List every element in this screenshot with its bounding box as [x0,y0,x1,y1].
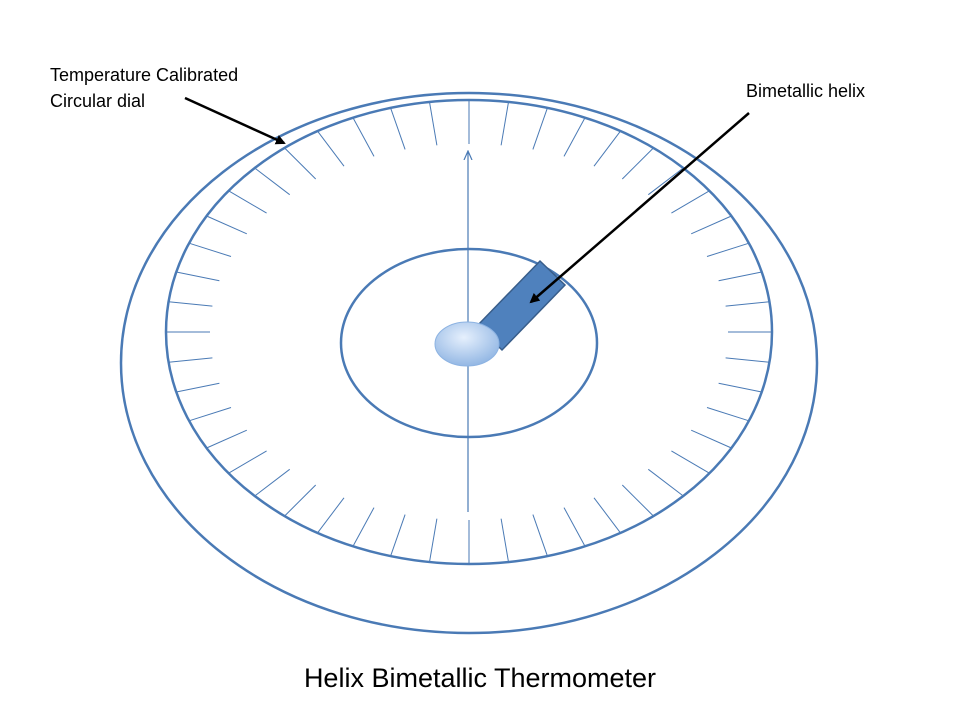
dial-tick [593,130,621,167]
dial-tick [532,514,548,557]
dial-tick [168,301,213,307]
inner-helix-ring [339,247,599,439]
dial-tick [206,429,248,449]
dial-tick-marks [166,100,772,564]
dial-tick [390,107,406,150]
dial-tick [168,357,213,363]
outer-casing-ring [119,91,819,635]
dial-tick [593,497,621,534]
dial-tick [352,117,375,157]
dial-tick [647,167,684,196]
dial-tick [284,484,317,517]
dial-label-line1: Temperature Calibrated [50,65,239,85]
dial-tick [500,101,509,146]
dial-tick [725,357,770,363]
dial-tick [563,117,586,157]
dial-tick [429,518,438,563]
dial-label-line2: Circular dial [50,91,146,111]
dial-tick [317,497,345,534]
dial-tick [706,407,750,422]
dial-label: Temperature Calibrated Circular dial [50,62,238,114]
dial-pointer-arrow [184,96,286,145]
dial-tick [352,507,375,547]
dial-tick [317,130,345,167]
dial-tick [690,215,732,235]
dial-tick [647,468,684,497]
dial-tick [725,301,770,307]
dial-tick [188,407,232,422]
helix-pointer-arrow [529,112,750,304]
dial-tick [532,107,548,150]
dial-tick [284,147,317,180]
dial-tick [429,101,438,146]
dial-tick [228,190,267,214]
dial-tick [563,507,586,547]
pivot-hub-icon [434,321,500,367]
dial-tick [718,271,762,282]
dial-tick [621,484,654,517]
dial-tick [206,215,248,235]
diagram-title: Helix Bimetallic Thermometer [303,663,657,693]
dial-tick [621,147,654,180]
dial-tick [228,450,267,474]
dial-tick [254,468,291,497]
dial-tick [176,271,220,282]
dial-tick [500,518,509,563]
dial-tick [690,429,732,449]
dial-tick [671,190,710,214]
dial-tick [671,450,710,474]
dial-tick [176,382,220,393]
dial-tick [254,167,291,196]
dial-tick [718,382,762,393]
dial-tick [390,514,406,557]
dial-tick [188,242,232,257]
helix-label: Bimetallic helix [746,81,866,101]
dial-tick [706,242,750,257]
